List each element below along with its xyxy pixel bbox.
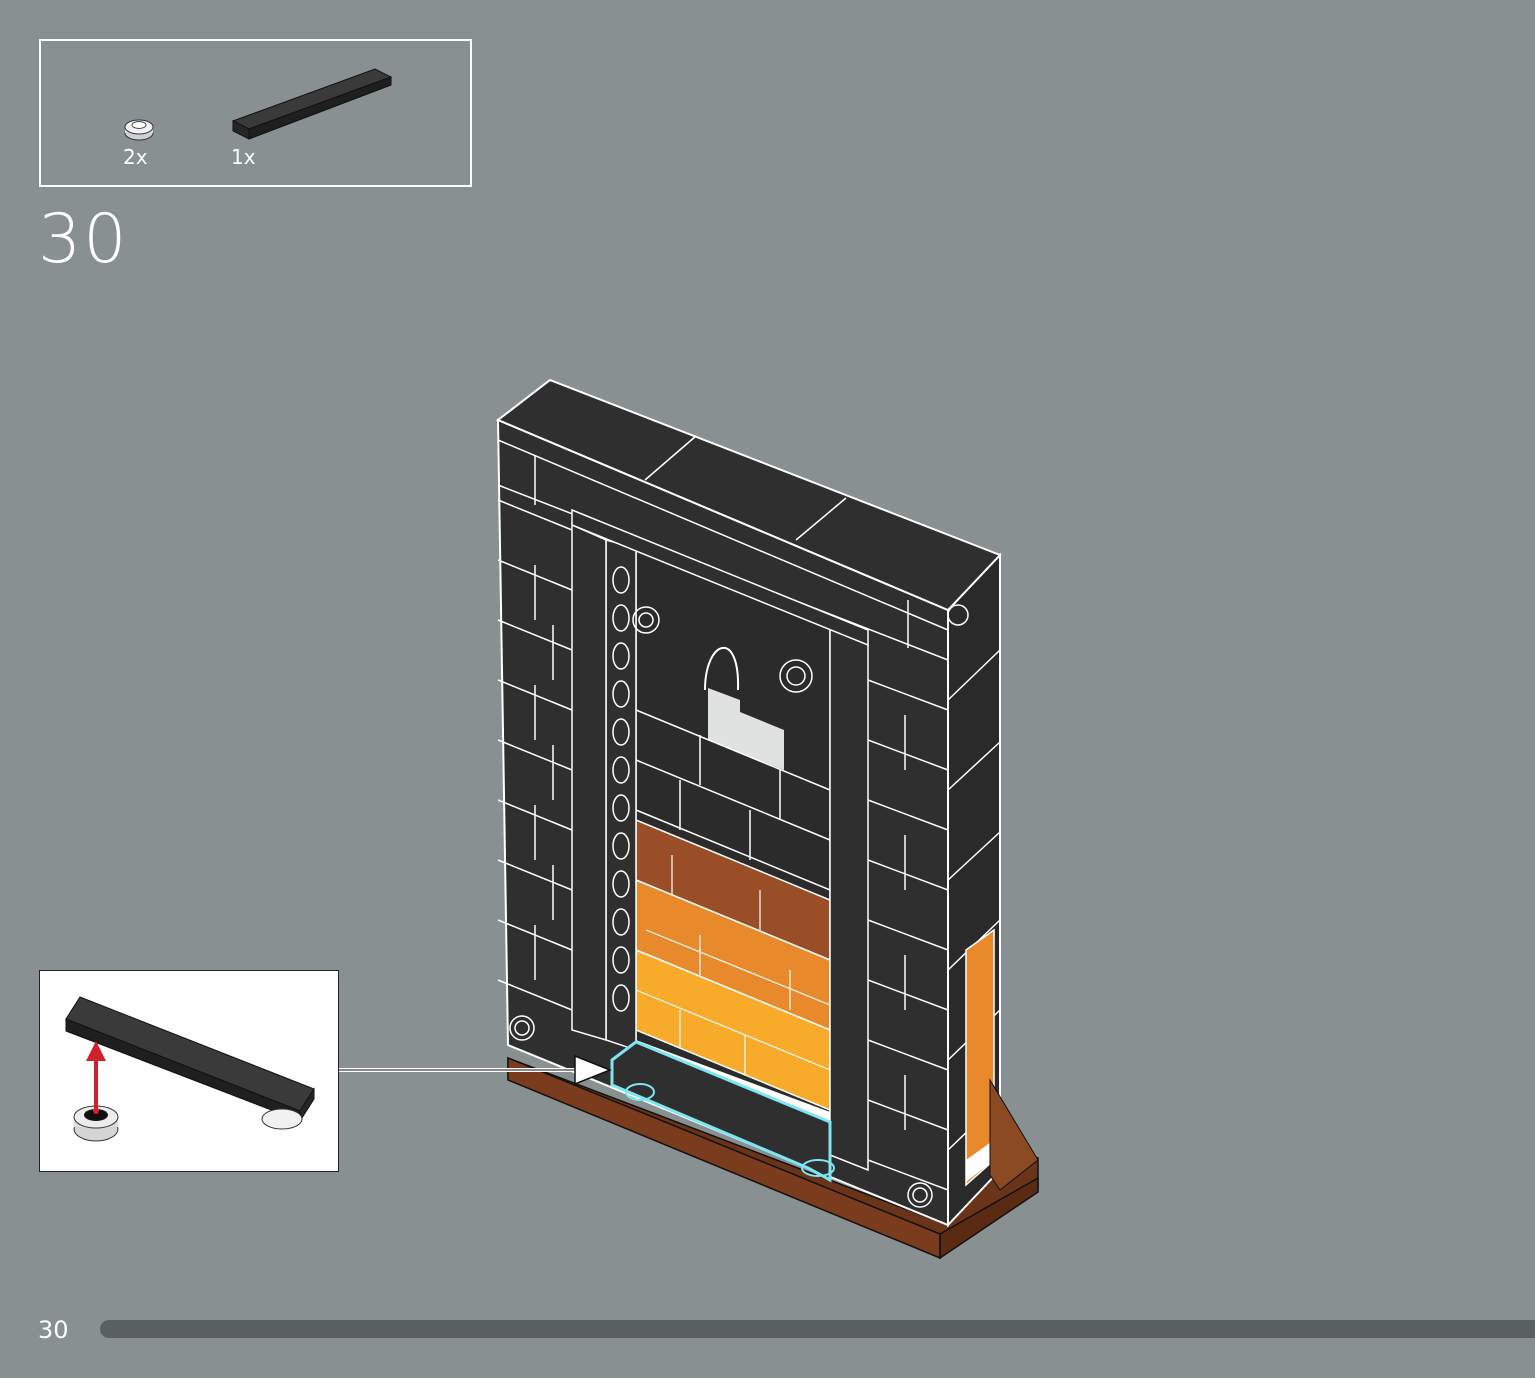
callout-arrow-icon xyxy=(574,1054,613,1086)
tile-1x6-icon xyxy=(231,68,393,140)
up-arrow-icon xyxy=(86,1041,106,1061)
callout-assembly-illustration xyxy=(65,996,315,1142)
progress-bar xyxy=(100,1320,1535,1338)
parts-list-box: 2x 1x xyxy=(39,39,472,187)
wall-top-face xyxy=(496,378,1002,612)
page-number: 30 xyxy=(38,1316,69,1344)
part-qty-tile: 1x xyxy=(231,145,256,169)
round-plate-icon xyxy=(124,119,154,141)
step-number: 30 xyxy=(38,200,129,279)
new-tile-highlight xyxy=(610,1040,832,1183)
callout-box xyxy=(39,970,339,1172)
part-qty-round-plate: 2x xyxy=(123,145,148,169)
